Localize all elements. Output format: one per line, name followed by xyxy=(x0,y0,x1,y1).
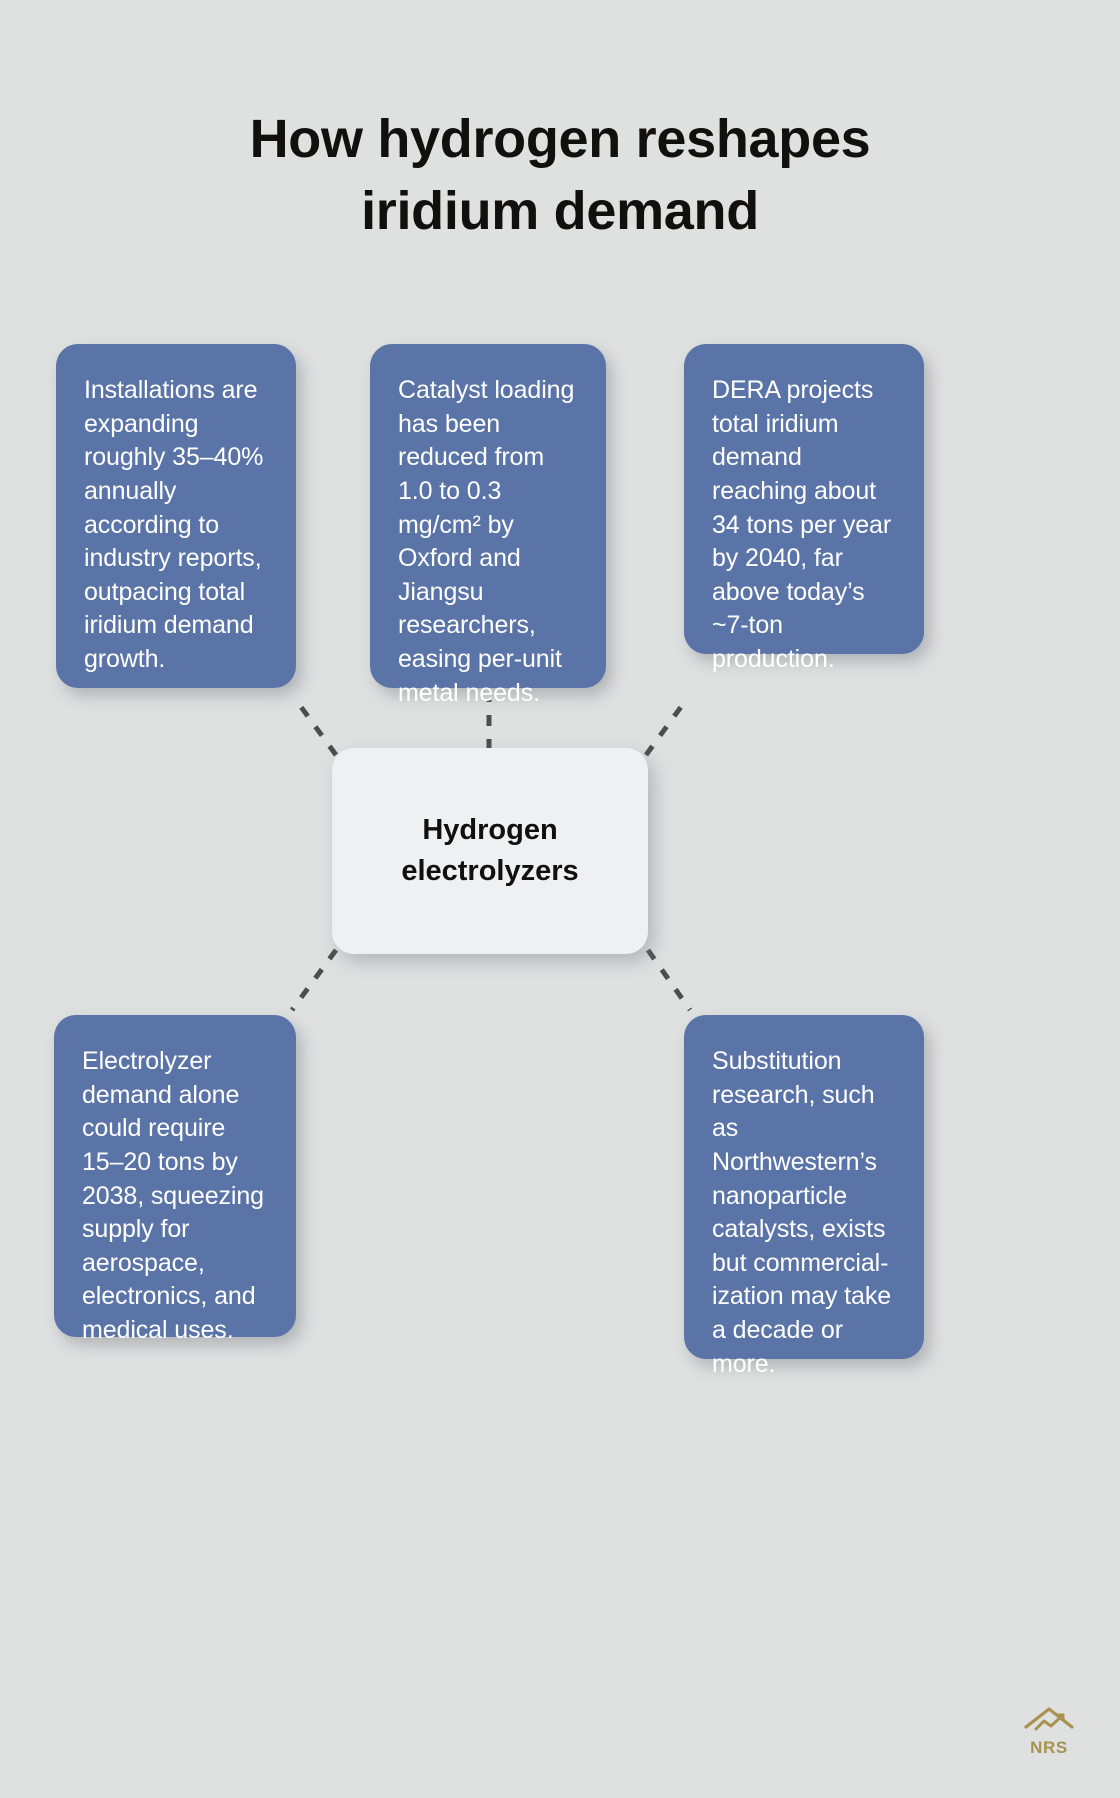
brand-logo: NRS xyxy=(1018,1700,1080,1756)
connector-card1-to-center xyxy=(293,698,339,757)
title-line-1: How hydrogen reshapes xyxy=(249,109,871,169)
center-label-line-1: Hydrogen xyxy=(422,813,558,846)
fact-card-electrolyzer-demand[interactable]: Electrolyzer demand alone could require … xyxy=(54,1015,296,1344)
title-line-2: iridium demand xyxy=(361,180,759,241)
card-text: Installations are expanding roughly 35–4… xyxy=(84,376,264,673)
fact-card-substitution-research[interactable]: Substitution research, such as Northwest… xyxy=(684,1015,924,1378)
roof-chart-icon xyxy=(1024,1707,1074,1731)
connector-card4-to-center xyxy=(289,948,339,1012)
center-node-label: Hydrogen electrolyzers xyxy=(401,810,578,892)
brand-logo-text: NRS xyxy=(1030,1738,1068,1757)
fact-card-installations-growth[interactable]: Installations are expanding roughly 35–4… xyxy=(56,344,296,688)
connector-card3-to-center xyxy=(643,698,689,757)
card-text: DERA projects total iridium demand reach… xyxy=(712,376,892,673)
card-text: Electrolyzer demand alone could require … xyxy=(82,1047,264,1344)
card-text: Catalyst loading has been reduced from 1… xyxy=(398,376,575,707)
center-label-line-2: electrolyzers xyxy=(401,855,579,887)
center-node-hydrogen-electrolyzers[interactable]: Hydrogen electrolyzers xyxy=(332,748,648,954)
connector-card5-to-center xyxy=(645,948,693,1012)
card-text: Substitution research, such as Northwest… xyxy=(712,1047,892,1378)
fact-card-catalyst-loading[interactable]: Catalyst loading has been reduced from 1… xyxy=(370,344,606,707)
fact-card-dera-projection[interactable]: DERA projects total iridium demand reach… xyxy=(684,344,924,673)
page-title: How hydrogen reshapes iridium demand xyxy=(0,104,1120,248)
